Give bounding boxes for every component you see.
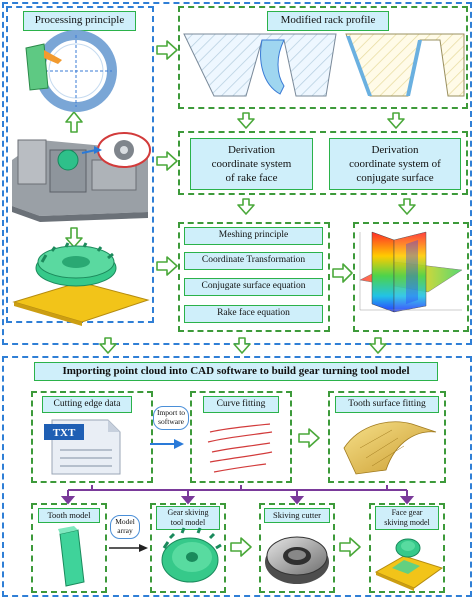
skiving-cutter-label: Skiving cutter (264, 508, 330, 523)
tooth-surface-image (343, 421, 437, 475)
arrow-down-1 (99, 337, 117, 354)
skiving-cutter-image (265, 536, 329, 584)
derivation-conjugate-label: Derivation coordinate system of conjugat… (329, 138, 461, 190)
steps-frame (178, 222, 330, 332)
tooth-model-frame (31, 503, 107, 593)
bottom-frame (2, 356, 472, 597)
step-meshing-principle: Meshing principle (184, 227, 323, 245)
face-gear-skiving-label: Face gear skiving model (375, 506, 439, 530)
cutting-edge-data-label: Cutting edge data (42, 396, 132, 413)
surface-plot-frame (353, 222, 469, 332)
derivation-rake-line-3: of rake face (225, 172, 278, 184)
derivation-conj-line-3: conjugate surface (356, 172, 434, 184)
model-array-bubble: Model array (110, 515, 140, 539)
rack-profile-frame (178, 6, 468, 109)
arrow-left-up (65, 111, 83, 133)
arrows-green (65, 40, 416, 557)
derivation-rake-line-1: Derivation (227, 144, 276, 156)
bottom-title-label: Importing point cloud into CAD software … (34, 362, 438, 381)
arrow-to-face-gear (339, 537, 361, 557)
txt-icon-label: TXT (53, 427, 76, 439)
model-array-line-2: array (117, 526, 133, 535)
import-to-software-bubble: Import to software (153, 406, 189, 430)
step-rake-face-equation: Rake face equation (184, 305, 323, 323)
arrow-down-2 (233, 337, 251, 354)
arrow-down-3 (369, 337, 387, 354)
purple-connector (60, 485, 415, 505)
tooth-model-label: Tooth model (38, 508, 100, 523)
cutting-edge-frame (31, 391, 153, 483)
arrow-conj-to-plot (398, 198, 416, 215)
gear-skiving-line-2: tool model (170, 518, 206, 527)
step-coordinate-transformation: Coordinate Transformation (184, 252, 323, 270)
derivation-rake-line-2: coordinate system (211, 158, 292, 170)
tooth-surface-fitting-label: Tooth surface fitting (335, 396, 439, 413)
arrow-to-rack (156, 40, 178, 60)
rack-profile-left (183, 33, 337, 97)
import-line-1: Import to (156, 408, 186, 417)
model-array-line-1: Model (115, 517, 135, 526)
face-gear-line-2: skiving model (384, 518, 430, 527)
curve-fitting-label: Curve fitting (203, 396, 279, 413)
machine-tool-image (12, 132, 151, 222)
arrow-rack-to-conj (387, 112, 405, 129)
import-line-2: software (158, 417, 184, 426)
gear-skiving-tool-image (161, 527, 222, 583)
arrow-to-steps (156, 256, 178, 276)
derivation-rake-face-label: Derivation coordinate system of rake fac… (190, 138, 313, 190)
arrow-rake-to-steps (237, 198, 255, 215)
conjugate-surface-plot (359, 231, 463, 313)
derivation-conj-line-1: Derivation (371, 144, 419, 156)
txt-file-icon (44, 419, 121, 475)
derivation-frame (178, 131, 468, 195)
tooth-surface-frame (328, 391, 446, 483)
rack-profile-right (345, 33, 465, 97)
gear-skiving-line-1: Gear skiving (167, 508, 209, 517)
step-conjugate-surface-equation: Conjugate surface equation (184, 278, 323, 296)
gear-on-base-image (12, 242, 150, 326)
arrow-left-down (65, 227, 83, 248)
ring-gear-image (25, 30, 117, 112)
arrow-to-skiving-cutter (230, 537, 252, 557)
arrow-rack-to-rake (237, 112, 255, 129)
face-gear-skiving-image (374, 538, 444, 591)
curve-fitting-sketch (207, 423, 273, 473)
face-gear-line-1: Face gear (391, 508, 423, 517)
arrow-steps-to-plot (332, 263, 353, 283)
modified-rack-profile-label: Modified rack profile (267, 11, 389, 31)
arrow-to-tooth-surface (298, 428, 320, 448)
gear-skiving-tool-label: Gear skiving tool model (156, 506, 220, 530)
arrow-to-derivation (156, 151, 178, 171)
curve-fitting-frame (190, 391, 292, 483)
derivation-conj-line-2: coordinate system of (349, 158, 441, 170)
tooth-model-image (58, 526, 85, 587)
